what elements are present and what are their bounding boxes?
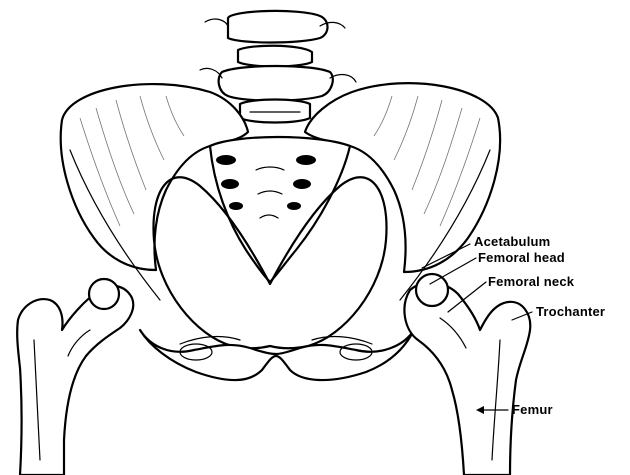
label-femoral-neck: Femoral neck (488, 274, 575, 289)
label-femur: Femur (512, 402, 553, 417)
sacrum (210, 137, 350, 282)
label-trochanter: Trochanter (536, 304, 605, 319)
label-femoral-head: Femoral head (478, 250, 565, 265)
left-femur (17, 279, 133, 475)
label-acetabulum: Acetabulum (474, 234, 550, 249)
right-femur (404, 274, 530, 475)
pubis (140, 330, 414, 380)
